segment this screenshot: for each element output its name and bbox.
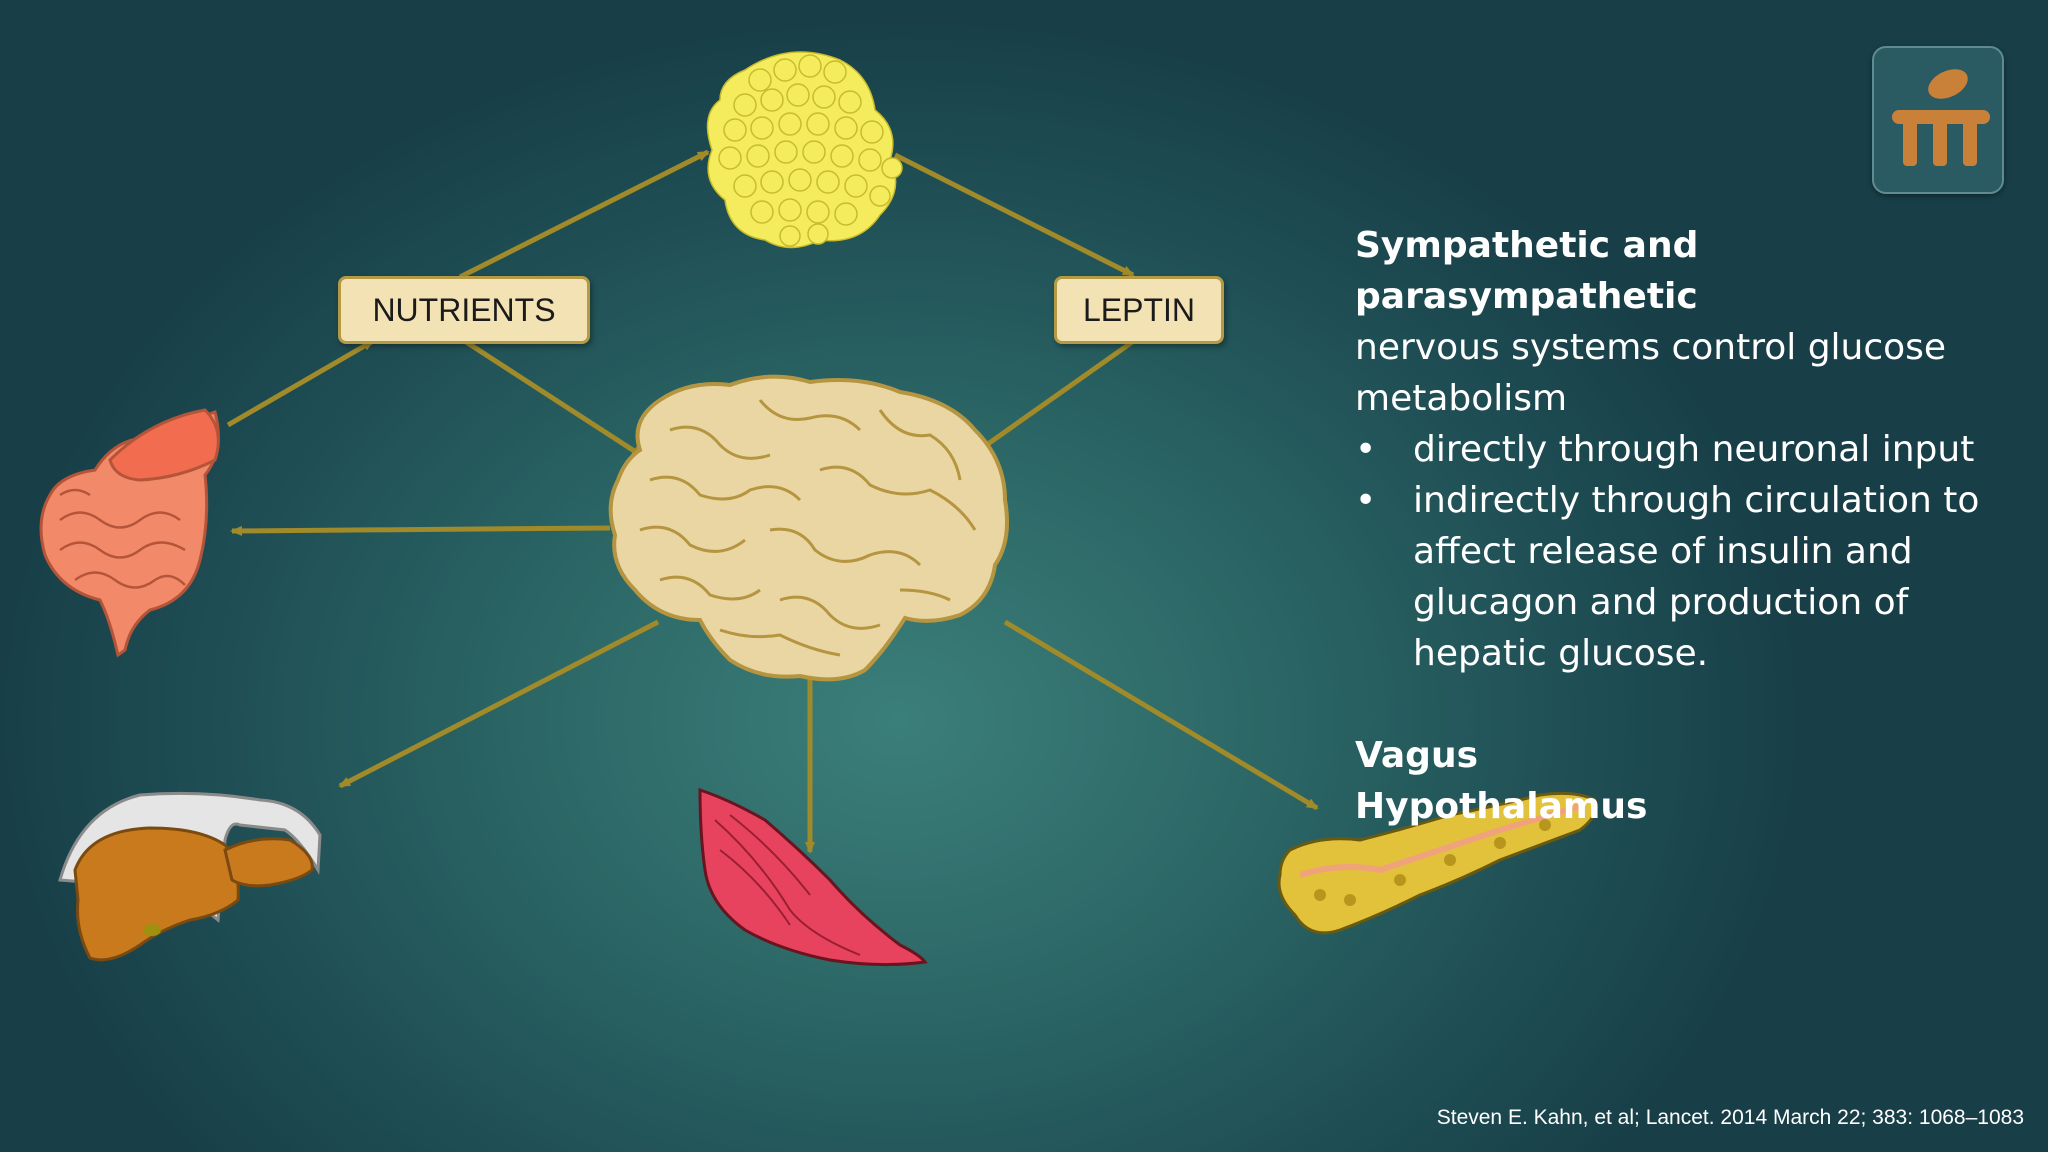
bullet-glyph: • (1355, 429, 1377, 470)
heading-bold: Sympathetic and parasympathetic (1355, 225, 1699, 317)
muscle-icon (698, 787, 928, 967)
term-hypothalamus: Hypothalamus (1355, 786, 1648, 827)
bullet-item: • indirectly through circulation to affe… (1355, 475, 1995, 679)
adipose-tissue-icon (706, 51, 903, 249)
citation: Steven E. Kahn, et al; Lancet. 2014 Marc… (1436, 1106, 2024, 1129)
arrow-leptin-to-brain (966, 335, 1140, 461)
bullet-text: directly through neuronal input (1413, 429, 1975, 470)
leptin-label: LEPTIN (1054, 276, 1224, 344)
intestine-icon (39, 408, 220, 658)
bullet-glyph: • (1355, 480, 1377, 521)
arrows (226, 149, 1319, 854)
spacer (1355, 679, 1995, 730)
arrow-brain-to-liver (338, 619, 660, 789)
liver-icon (58, 791, 322, 962)
logo-badge (1872, 46, 2004, 194)
arrow-nutrients-to-brain (458, 335, 644, 459)
bullet-item: • directly through neuronal input (1355, 424, 1995, 475)
term-vagus: Vagus (1355, 735, 1479, 776)
brain-icon (608, 374, 1009, 682)
text-panel: Sympathetic and parasympathetic nervous … (1355, 220, 1995, 832)
bullet-text: indirectly through circulation to affect… (1413, 480, 1980, 674)
arrow-brain-to-intestine (230, 525, 611, 536)
arrow-nutrients-to-fat (458, 149, 710, 280)
pancreas-icon (1277, 791, 1598, 935)
arrow-intestine-to-nutrients (226, 338, 375, 428)
arrow-brain-to-pancreas (1003, 619, 1319, 811)
arrow-fat-to-leptin (893, 152, 1135, 278)
heading-rest: nervous systems control glucose metaboli… (1355, 327, 1947, 419)
bullet-list: • directly through neuronal input • indi… (1355, 424, 1995, 679)
nutrients-label: NUTRIENTS (338, 276, 590, 344)
